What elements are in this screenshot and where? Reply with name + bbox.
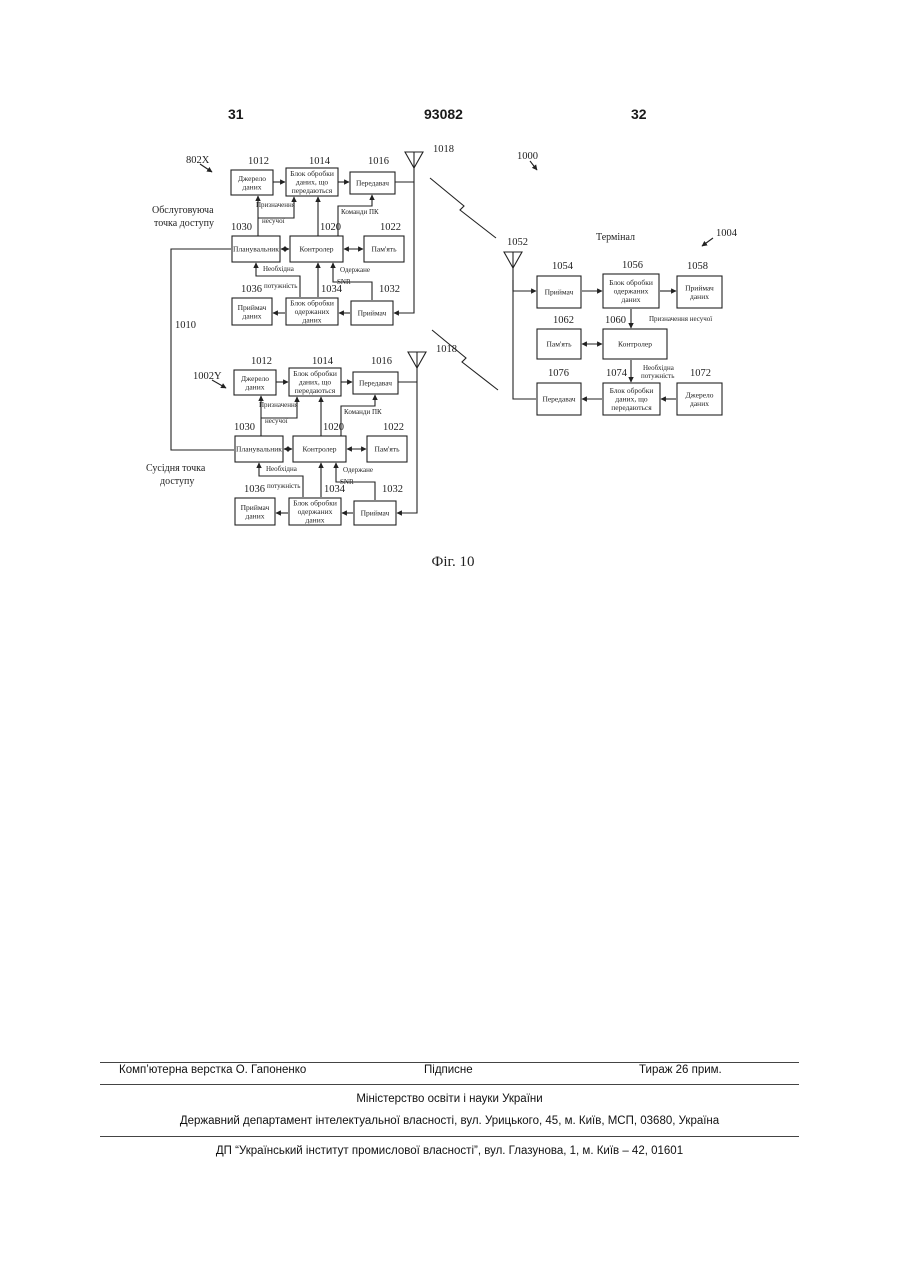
term-rx-proc-label: даних <box>622 295 641 304</box>
ap-bottom-num-transmitter: 1016 <box>371 356 392 367</box>
term-controller-label: Контролер <box>618 340 652 349</box>
ap-bottom-need-2: потужність <box>267 482 300 490</box>
ap-top-pc-cmd: Команди ПК <box>341 208 379 216</box>
term-num-data-sink: 1058 <box>687 261 708 272</box>
terminal-antenna-num: 1052 <box>507 237 528 248</box>
term-need-1: Необхідна <box>643 364 675 372</box>
ap-top-carrier-2: несучої <box>262 217 285 225</box>
ap-top-num-memory: 1022 <box>380 222 401 233</box>
ap-bottom-carrier-1: Призначення <box>259 401 299 409</box>
terminal-tag: 1004 <box>716 228 738 239</box>
ap-bottom-num-data-source: 1012 <box>251 356 272 367</box>
ap-top-tag: 802X <box>186 155 210 166</box>
radio-link-top <box>430 178 496 238</box>
term-need-2: потужність <box>641 372 674 380</box>
ap-bottom-data-sink-label: даних <box>246 511 265 520</box>
term-carrier-label: Призначення несучої <box>649 315 712 323</box>
ap-bottom-memory-label: Пам'ять <box>375 445 401 454</box>
ap-top-controller-label: Контролер <box>300 245 334 254</box>
ministry: Міністерство освіти і науки України <box>100 1093 799 1105</box>
term-transmitter-label: Передавач <box>542 395 575 404</box>
ap-bottom-num-scheduler: 1030 <box>234 422 255 433</box>
term-tx-proc-label: передаються <box>611 403 652 412</box>
ap-top-rx-proc-label: даних <box>303 316 322 325</box>
ap-bottom-received: Одержане <box>343 466 373 474</box>
ap-top-num-scheduler: 1030 <box>231 222 252 233</box>
ap-bottom-num-receiver: 1032 <box>382 484 403 495</box>
term-num-rx-proc: 1056 <box>622 260 643 271</box>
footer-rule-top <box>100 1062 799 1063</box>
ap-bottom-num-antenna: 1018 <box>436 344 457 355</box>
term-data-source-label: даних <box>690 399 709 408</box>
system-num-arrow <box>530 161 537 170</box>
ap-bottom-data-source-label: даних <box>246 382 265 391</box>
link-num: 1010 <box>175 320 196 331</box>
footer-rule-bottom <box>100 1136 799 1137</box>
ap-top-carrier-1: Призначення <box>256 201 296 209</box>
term-num-controller: 1060 <box>605 315 626 326</box>
term-receiver-label: Приймач <box>545 288 574 297</box>
ap-top-num-transmitter: 1016 <box>368 156 389 167</box>
ap-top-snr: SNR <box>337 278 351 286</box>
ap-bottom-tx-proc-label: передаються <box>295 386 336 395</box>
signed-label: Підписне <box>424 1064 473 1076</box>
ap-bottom-num-tx-proc: 1014 <box>312 356 334 367</box>
ap-bottom-side-2: доступу <box>160 476 194 487</box>
figure-caption: Фіг. 10 <box>432 554 475 570</box>
term-memory-label: Пам'ять <box>547 340 573 349</box>
term-num-memory: 1062 <box>553 315 574 326</box>
radio-link-bottom <box>432 330 498 390</box>
term-num-tx-proc: 1074 <box>606 368 628 379</box>
ap-top-num-data-source: 1012 <box>248 156 269 167</box>
ap-top-scheduler-label: Планувальник <box>233 245 279 254</box>
system-num: 1000 <box>517 151 538 162</box>
block-diagram: ДжерелоданихБлок обробкиданих, щопередаю… <box>0 0 901 600</box>
term-tx-to-ant <box>513 280 536 399</box>
ap-bottom-tag: 1002Y <box>193 371 222 382</box>
ap-bottom-carrier-2: несучої <box>265 417 288 425</box>
ap-top-side-2: точка доступу <box>154 218 214 229</box>
ap-top-num-data-sink: 1036 <box>241 284 262 295</box>
department: Державний департамент інтелектуальної вл… <box>100 1115 799 1127</box>
ap-top-data-sink-label: даних <box>243 311 262 320</box>
ap-top-received: Одержане <box>340 266 370 274</box>
layout-credit: Комп’ютерна верстка О. Гапоненко <box>119 1064 306 1076</box>
scheduler-link <box>171 249 234 450</box>
ap-top-need-1: Необхідна <box>263 265 295 273</box>
ap-bottom-num-data-sink: 1036 <box>244 484 265 495</box>
ap-top-side-1: Обслуговуюча <box>152 205 214 216</box>
ap-bottom-scheduler-label: Планувальник <box>236 445 282 454</box>
ap-top-receiver-label: Приймач <box>358 309 387 318</box>
ap-top-num-antenna: 1018 <box>433 144 454 155</box>
ap-bottom-receiver-label: Приймач <box>361 509 390 518</box>
footer-rule-middle <box>100 1084 799 1085</box>
ap-top-transmitter-label: Передавач <box>356 179 389 188</box>
ap-top-data-source-label: даних <box>243 182 262 191</box>
term-num-data-source: 1072 <box>690 368 711 379</box>
ap-top-num-receiver: 1032 <box>379 284 400 295</box>
term-num-receiver: 1054 <box>552 261 574 272</box>
ap-bottom-pc-cmd: Команди ПК <box>344 408 382 416</box>
ap-top-need-2: потужність <box>264 282 297 290</box>
term-num-transmitter: 1076 <box>548 368 569 379</box>
ap-bottom-rx-proc-label: даних <box>306 516 325 525</box>
ap-bottom-controller-label: Контролер <box>303 445 337 454</box>
terminal-title: Термінал <box>596 232 635 243</box>
ap-top-num-tx-proc: 1014 <box>309 156 331 167</box>
circulation: Тираж 26 прим. <box>639 1064 722 1076</box>
ap-top-memory-label: Пам'ять <box>372 245 398 254</box>
ap-bottom-side-1: Сусідня точка <box>146 463 206 474</box>
terminal-tag-arrow <box>702 238 713 246</box>
ap-bottom-num-memory: 1022 <box>383 422 404 433</box>
ap-top-tx-proc-label: передаються <box>292 186 333 195</box>
ap-bottom-need-1: Необхідна <box>266 465 298 473</box>
term-ant-to-rx <box>513 280 536 291</box>
institute: ДП “Український інститут промислової вла… <box>100 1145 799 1157</box>
term-data-sink-label: даних <box>690 292 709 301</box>
ap-bottom-transmitter-label: Передавач <box>359 379 392 388</box>
ap-bottom-snr: SNR <box>340 478 354 486</box>
